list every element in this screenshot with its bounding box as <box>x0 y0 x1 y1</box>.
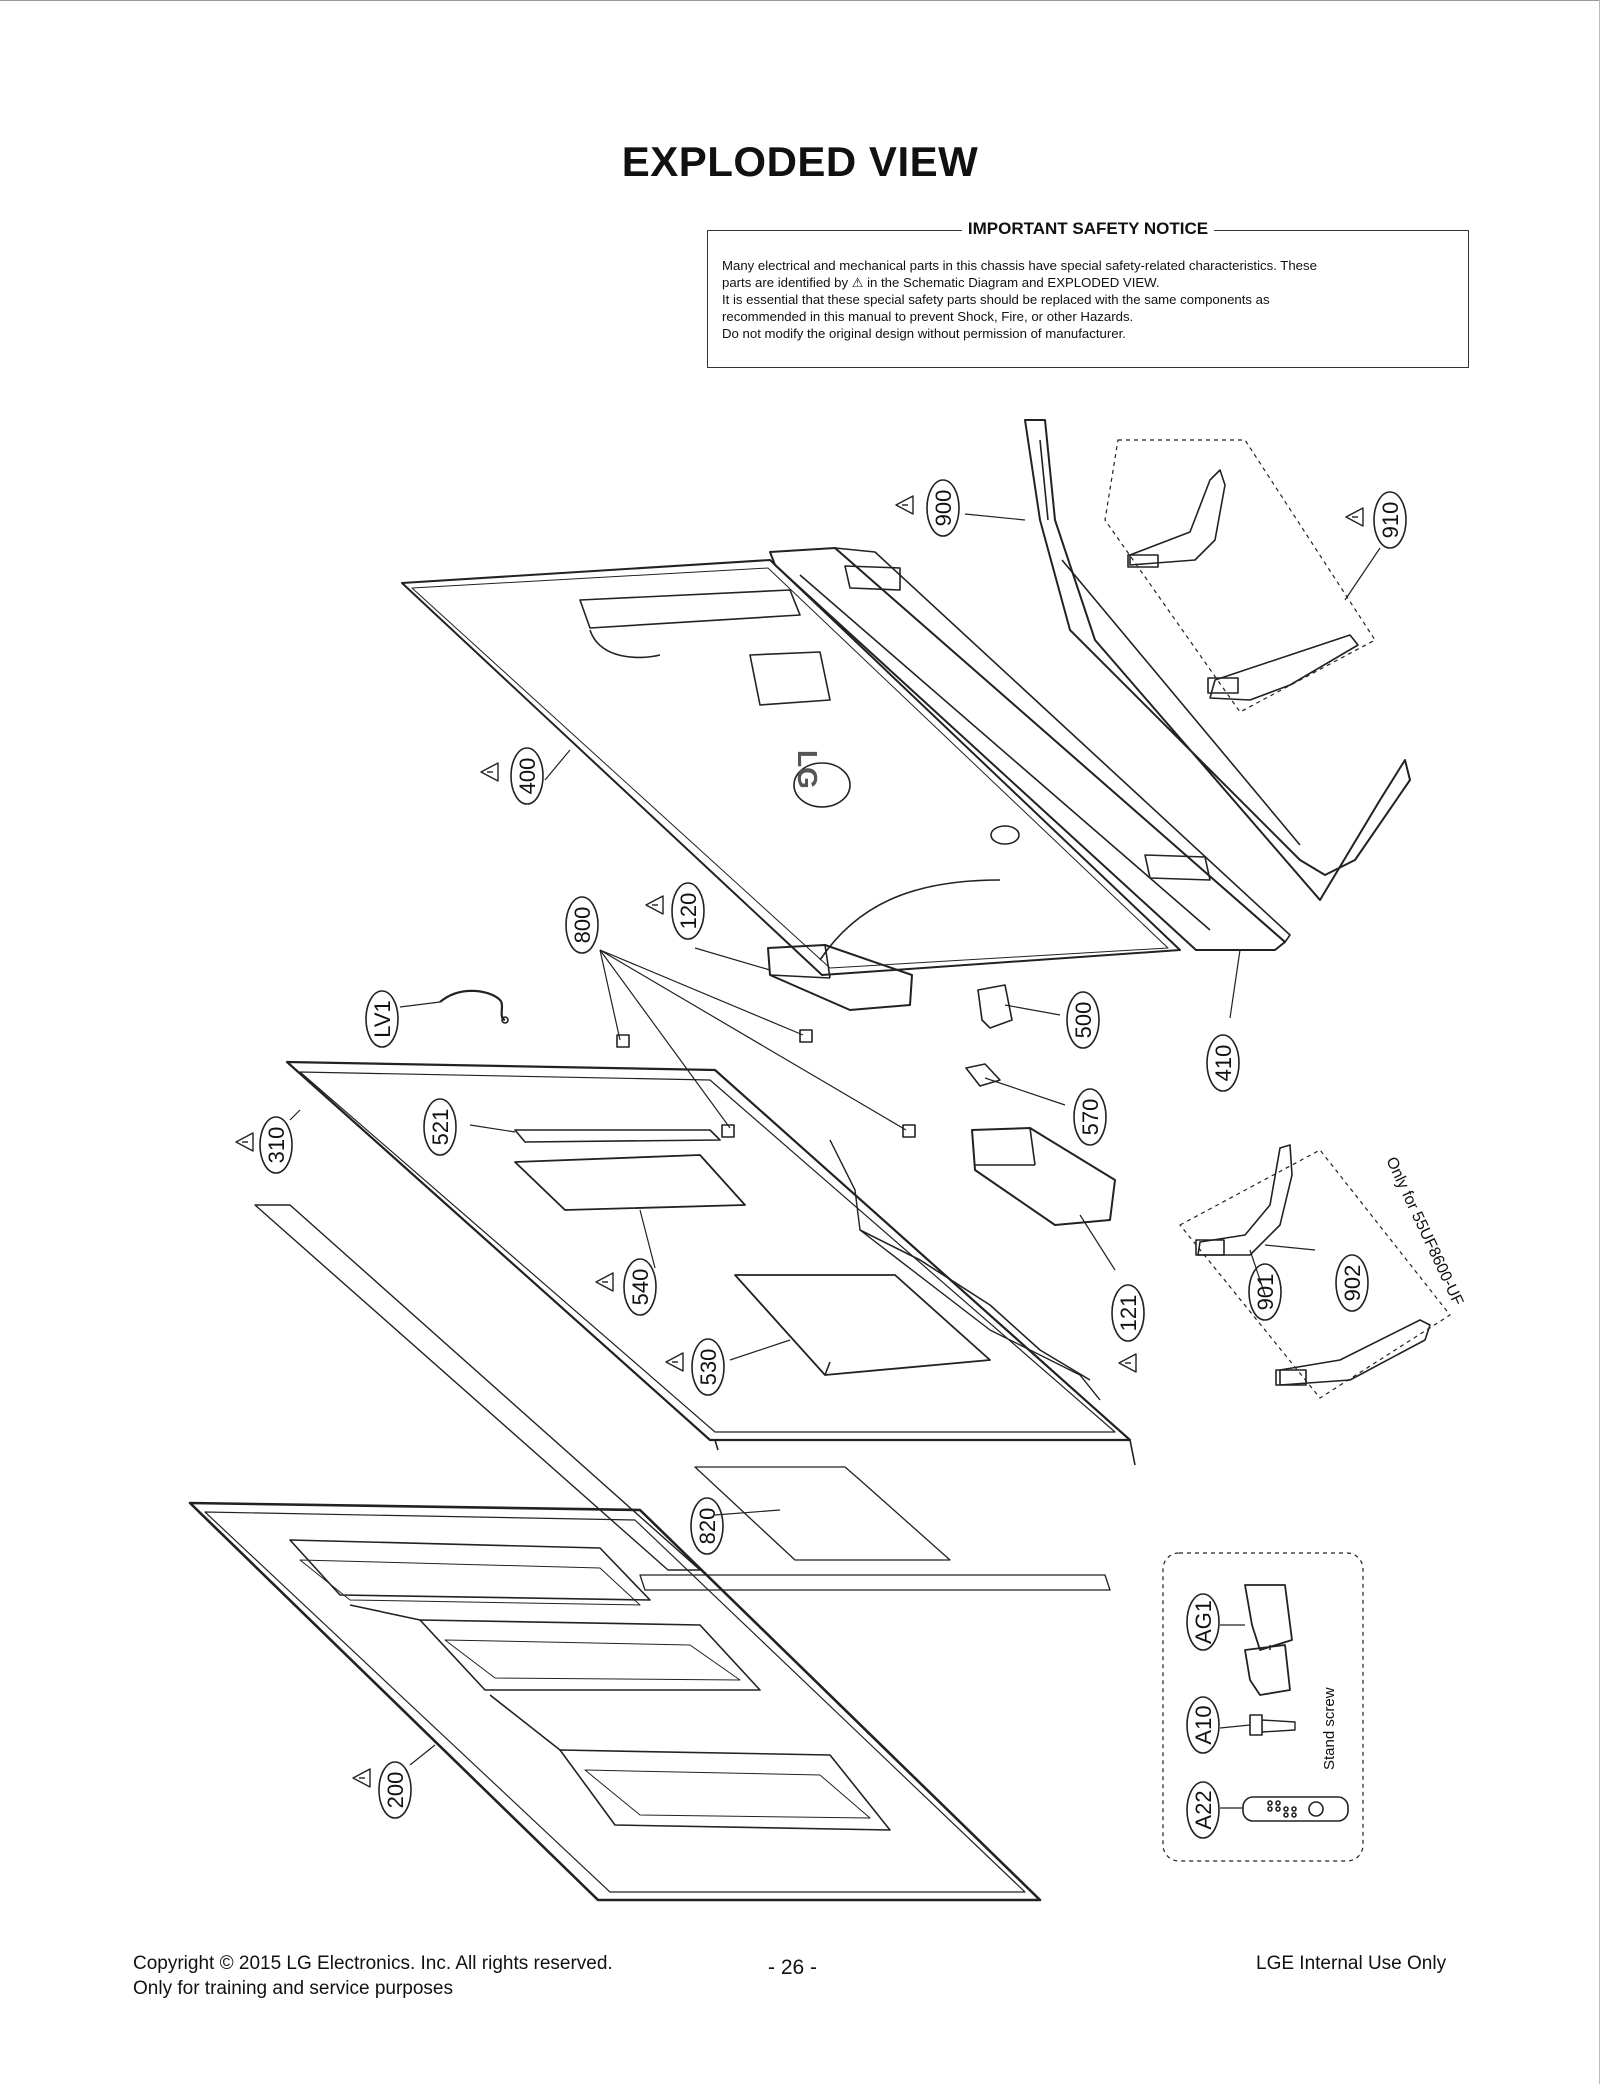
rail-bar <box>639 1574 1111 1591</box>
cable-LV1 <box>439 989 509 1024</box>
callout-AG1: AG1 <box>1186 1593 1220 1651</box>
safety-notice-box: IMPORTANT SAFETY NOTICE Many electrical … <box>707 219 1469 368</box>
main-board-521 <box>514 1129 721 1143</box>
front-bezel-410 <box>769 547 1291 951</box>
callout-410: 410 <box>1206 1034 1240 1092</box>
svg-text:500: 500 <box>1071 1002 1096 1039</box>
svg-text:540: 540 <box>628 1269 653 1306</box>
notice-line-3: It is essential that these special safet… <box>722 292 1270 307</box>
callout-902: 902 <box>1335 1254 1369 1312</box>
notice-line-2: parts are identified by ⚠ in the Schemat… <box>722 275 1160 290</box>
svg-text:900: 900 <box>931 490 956 527</box>
footer-internal: LGE Internal Use Only <box>1256 1953 1447 1974</box>
warning-triangle-icon <box>235 1132 254 1152</box>
notice-line-4: recommended in this manual to prevent Sh… <box>722 309 1134 324</box>
stand-feet-910 <box>1104 439 1376 713</box>
svg-text:820: 820 <box>695 1508 720 1545</box>
warning-triangles <box>235 495 1364 1788</box>
warning-triangle-icon <box>1118 1353 1137 1373</box>
callout-521: 521 <box>423 1098 457 1156</box>
svg-text:120: 120 <box>676 893 701 930</box>
svg-text:901: 901 <box>1253 1274 1278 1311</box>
svg-text:310: 310 <box>264 1127 289 1164</box>
3d-glasses-icon <box>1244 1584 1293 1696</box>
callout-820: 820 <box>690 1497 724 1555</box>
callout-800: 800 <box>565 896 599 954</box>
warning-triangle-icon <box>480 762 499 782</box>
remote-control-icon <box>1242 1796 1349 1822</box>
frame-310 <box>285 1060 1136 1466</box>
warning-triangle-icon <box>665 1352 684 1372</box>
svg-text:910: 910 <box>1378 502 1403 539</box>
svg-text:LG: LG <box>792 750 823 789</box>
callout-400: 400 <box>510 747 544 805</box>
back-cover-400: LG <box>401 559 1181 976</box>
warning-triangle-icon <box>595 1272 614 1292</box>
speaker-121 <box>971 1127 1116 1226</box>
callout-900: 900 <box>926 479 960 537</box>
frame-bracket <box>829 1139 1101 1401</box>
svg-text:AG1: AG1 <box>1191 1600 1216 1644</box>
callouts: 900 910 400 120 800 500 410 LV1 310 521 … <box>259 479 1407 1839</box>
callout-910: 910 <box>1373 491 1407 549</box>
leader-lines <box>289 513 1381 1809</box>
notice-line-1: Many electrical and mechanical parts in … <box>722 258 1317 273</box>
safety-notice-heading: IMPORTANT SAFETY NOTICE <box>961 219 1215 238</box>
callout-530: 530 <box>691 1338 725 1396</box>
stand-alt-901-902 <box>1179 1144 1451 1399</box>
sheet-820 <box>694 1466 951 1561</box>
footer-copyright: Copyright © 2015 LG Electronics. Inc. Al… <box>133 1953 613 1974</box>
callout-A10: A10 <box>1186 1696 1220 1754</box>
power-board-530 <box>734 1274 991 1376</box>
stand-900 <box>1024 419 1411 901</box>
callout-310: 310 <box>259 1116 293 1174</box>
screws-800 <box>616 1029 916 1138</box>
speaker-120 <box>767 944 913 1011</box>
page-top-border <box>0 0 1600 1</box>
accessories-box <box>1162 1552 1364 1862</box>
callout-121: 121 <box>1111 1284 1145 1342</box>
svg-text:521: 521 <box>428 1109 453 1146</box>
svg-text:800: 800 <box>570 907 595 944</box>
svg-text:530: 530 <box>696 1349 721 1386</box>
callout-500: 500 <box>1066 991 1100 1049</box>
callout-A22: A22 <box>1186 1781 1220 1839</box>
svg-text:902: 902 <box>1340 1265 1365 1302</box>
svg-text:400: 400 <box>515 758 540 795</box>
callout-120: 120 <box>671 882 705 940</box>
svg-text:A22: A22 <box>1191 1790 1216 1829</box>
warning-triangle-icon <box>1345 507 1364 527</box>
svg-text:570: 570 <box>1078 1099 1103 1136</box>
stand-screw-icon <box>1249 1714 1296 1736</box>
callout-901: 901 <box>1248 1263 1282 1321</box>
main-board-540 <box>514 1154 746 1211</box>
inner-frame <box>254 1204 701 1571</box>
safety-notice-body: Many electrical and mechanical parts in … <box>722 257 1454 342</box>
panel-module-200 <box>188 1501 1042 1902</box>
svg-text:LV1: LV1 <box>370 1000 395 1038</box>
svg-text:200: 200 <box>383 1772 408 1809</box>
callout-570: 570 <box>1073 1088 1107 1146</box>
warning-triangle-icon <box>352 1768 371 1788</box>
warning-triangle-icon <box>645 895 664 915</box>
svg-text:410: 410 <box>1211 1045 1236 1082</box>
ir-module-500 <box>977 984 1013 1029</box>
notice-line-5: Do not modify the original design withou… <box>722 326 1126 341</box>
pcb-570 <box>965 1063 1001 1087</box>
page-title: EXPLODED VIEW <box>621 138 979 185</box>
footer-training: Only for training and service purposes <box>133 1978 453 1999</box>
warning-triangle-icon: ⚠ <box>851 275 864 290</box>
only-for-annotation: Only for 55UF8600-UF <box>1382 1155 1466 1309</box>
warning-triangle-icon <box>895 495 914 515</box>
callout-540: 540 <box>623 1258 657 1316</box>
svg-text:121: 121 <box>1116 1295 1141 1332</box>
callout-200: 200 <box>378 1761 412 1819</box>
stand-screw-label: Stand screw <box>1321 1687 1338 1770</box>
page-number: - 26 - <box>768 1956 818 1979</box>
callout-LV1: LV1 <box>365 990 399 1048</box>
svg-text:A10: A10 <box>1191 1705 1216 1744</box>
